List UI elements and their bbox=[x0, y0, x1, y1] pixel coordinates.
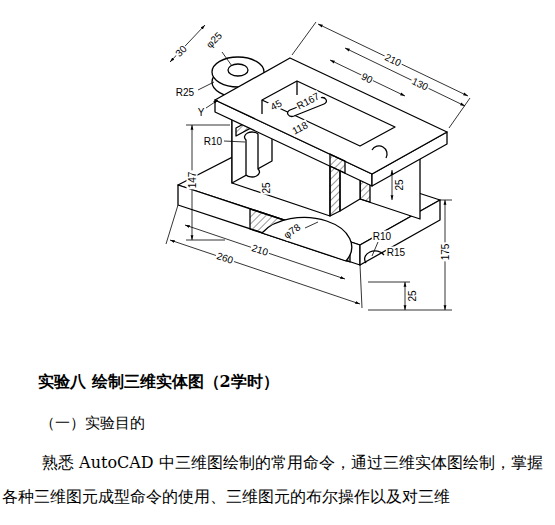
drawing-stroke bbox=[215, 58, 447, 174]
dimension-text: 147 bbox=[187, 171, 198, 190]
drawing-stroke bbox=[185, 225, 345, 279]
drawing-stroke bbox=[186, 125, 230, 126]
drawing-stroke bbox=[368, 310, 452, 311]
drawing-stroke bbox=[262, 217, 352, 261]
dimension-text: R10 bbox=[203, 136, 223, 147]
drawing-stroke bbox=[318, 24, 468, 96]
drawing-stroke bbox=[440, 200, 452, 201]
drawing-stroke bbox=[392, 170, 393, 200]
drawing-stroke bbox=[405, 282, 406, 310]
drawing-stroke bbox=[166, 205, 178, 244]
drawing-stroke bbox=[305, 222, 318, 228]
drawing-stroke bbox=[228, 64, 248, 76]
dimension-text: R15 bbox=[386, 247, 406, 258]
drawing-stroke bbox=[170, 240, 360, 304]
dimension-lines bbox=[166, 22, 470, 310]
body-text: 熟悉 AutoCAD 中三维图绘制的常用命令，通过三维实体图绘制，掌握各种三维图… bbox=[2, 446, 552, 514]
drawing-stroke bbox=[292, 22, 316, 55]
experiment-title: 实验八 绘制三维实体图（2学时） bbox=[38, 372, 279, 393]
dimension-text: R25 bbox=[175, 87, 195, 98]
drawing-stroke bbox=[330, 154, 345, 173]
top-flange bbox=[215, 58, 447, 186]
drawing-stroke bbox=[222, 52, 232, 66]
drawing-stroke bbox=[206, 100, 218, 108]
drawing-stroke bbox=[245, 132, 260, 177]
drawing-stroke bbox=[372, 242, 378, 256]
drawing-stroke bbox=[170, 25, 205, 62]
drawing-stroke bbox=[368, 282, 410, 283]
axis-letter: Y bbox=[197, 107, 206, 118]
dimension-text: φ25 bbox=[203, 29, 225, 51]
drawing-stroke bbox=[262, 81, 395, 146]
dimension-text: 130 bbox=[409, 75, 431, 93]
drawing-stroke bbox=[449, 98, 470, 128]
drawing-stroke bbox=[345, 48, 465, 106]
drawing-stroke bbox=[261, 100, 262, 114]
dimension-text: 260 bbox=[214, 250, 235, 266]
dimension-text: 90 bbox=[359, 70, 376, 86]
dimension-text: 175 bbox=[440, 243, 451, 262]
dimension-text: 210 bbox=[382, 51, 404, 69]
drawing-stroke bbox=[296, 81, 297, 95]
drawing-stroke bbox=[224, 141, 245, 142]
drawing-stroke bbox=[186, 240, 225, 241]
dimension-text: 25 bbox=[394, 178, 405, 191]
dimension-text: 210 bbox=[249, 242, 270, 258]
dimension-text: 25 bbox=[407, 289, 418, 302]
dimension-text: 25 bbox=[261, 181, 272, 194]
drawing-stroke bbox=[360, 265, 362, 308]
drawing-stroke bbox=[372, 146, 387, 158]
section-heading: （一）实验目的 bbox=[40, 414, 145, 433]
drawing-stroke bbox=[198, 82, 214, 90]
dimension-text: R10 bbox=[372, 231, 392, 242]
drawing-stroke bbox=[365, 251, 384, 263]
